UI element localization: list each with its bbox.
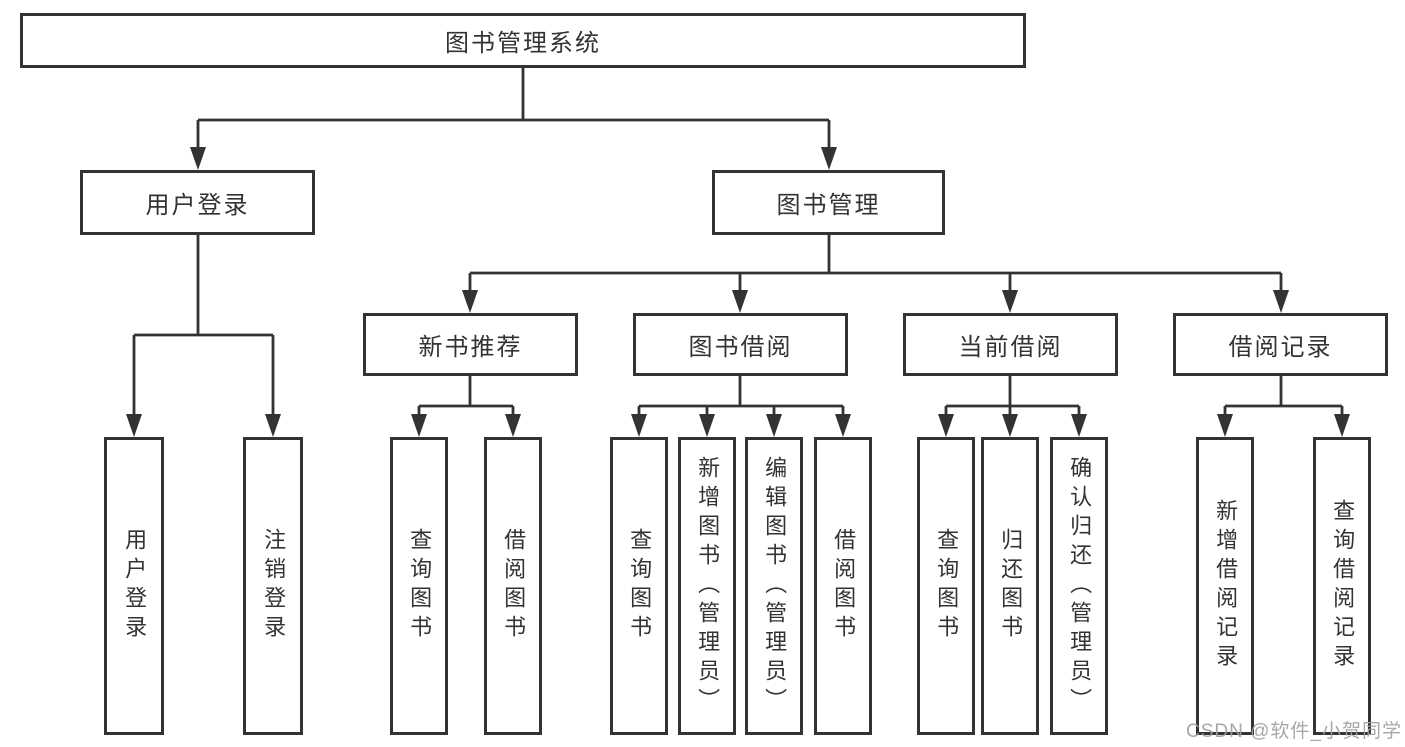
csdn-watermark: CSDN @软件_小贺同学 (1186, 721, 1402, 742)
arrow-down-icon (732, 290, 748, 313)
node-root: 图书管理系统 (20, 13, 1026, 68)
connector-user-login (132, 235, 275, 418)
node-label: 当前借阅 (958, 334, 1063, 361)
node-label: 用户登录 (145, 192, 250, 219)
leaf-borrow-books: 借阅图书 (814, 437, 872, 735)
arrow-down-icon (190, 147, 206, 170)
leaf-edit-books-admin: 编辑图书（管理员） (745, 437, 803, 735)
leaf-return-books: 归还图书 (981, 437, 1039, 735)
node-label: 新增借阅记录 (1213, 499, 1239, 673)
leaf-borrow-books: 借阅图书 (484, 437, 542, 735)
leaf-query-books: 查询图书 (390, 437, 448, 735)
leaf-query-books: 查询图书 (610, 437, 668, 735)
node-label: 用户登录 (122, 528, 148, 644)
leaf-confirm-return-admin: 确认归还（管理员） (1050, 437, 1108, 735)
arrow-down-icon (1002, 290, 1018, 313)
connector-root (196, 68, 831, 150)
node-label: 图书管理 (776, 192, 881, 219)
node-label: 新书推荐 (418, 334, 523, 361)
node-label: 新增图书（管理员） (695, 455, 721, 717)
arrow-down-icon (699, 414, 715, 437)
arrow-down-icon (411, 414, 427, 437)
node-book-borrow: 图书借阅 (633, 313, 848, 376)
node-label: 编辑图书（管理员） (762, 455, 788, 717)
node-label: 借阅图书 (501, 528, 527, 644)
leaf-query-borrow-record: 查询借阅记录 (1313, 437, 1371, 735)
arrow-down-icon (938, 414, 954, 437)
arrow-down-icon (1334, 414, 1350, 437)
node-borrow-records: 借阅记录 (1173, 313, 1388, 376)
leaf-add-borrow-record: 新增借阅记录 (1196, 437, 1254, 735)
arrow-down-icon (1002, 414, 1018, 437)
arrow-down-icon (462, 290, 478, 313)
arrow-down-icon (1217, 414, 1233, 437)
node-user-login: 用户登录 (80, 170, 315, 235)
leaf-logout-login: 注销登录 (243, 437, 303, 735)
connector-book-mgmt (468, 235, 1283, 294)
node-current-borrow: 当前借阅 (903, 313, 1118, 376)
node-label: 归还图书 (998, 528, 1024, 644)
node-label: 借阅图书 (831, 528, 857, 644)
node-label: 查询图书 (627, 528, 653, 644)
connector-current-borrow (944, 376, 1081, 418)
node-label: 注销登录 (261, 528, 287, 644)
node-label: 确认归还（管理员） (1067, 455, 1093, 717)
arrow-down-icon (126, 414, 142, 437)
node-label: 图书管理系统 (445, 30, 601, 57)
connector-borrow-records (1223, 376, 1344, 418)
arrow-down-icon (821, 147, 837, 170)
arrow-down-icon (505, 414, 521, 437)
arrow-down-icon (835, 414, 851, 437)
arrow-down-icon (766, 414, 782, 437)
leaf-add-books-admin: 新增图书（管理员） (678, 437, 736, 735)
node-label: 查询借阅记录 (1330, 499, 1356, 673)
connector-book-borrow (637, 376, 845, 418)
arrow-down-icon (631, 414, 647, 437)
node-label: 查询图书 (934, 528, 960, 644)
node-label: 借阅记录 (1228, 334, 1333, 361)
node-label: 图书借阅 (688, 334, 793, 361)
leaf-user-login: 用户登录 (104, 437, 164, 735)
node-book-management: 图书管理 (712, 170, 945, 235)
node-label: 查询图书 (407, 528, 433, 644)
arrow-down-icon (265, 414, 281, 437)
node-new-book-recommend: 新书推荐 (363, 313, 578, 376)
leaf-query-books: 查询图书 (917, 437, 975, 735)
arrow-down-icon (1273, 290, 1289, 313)
connector-new-book (417, 376, 515, 418)
arrow-down-icon (1071, 414, 1087, 437)
